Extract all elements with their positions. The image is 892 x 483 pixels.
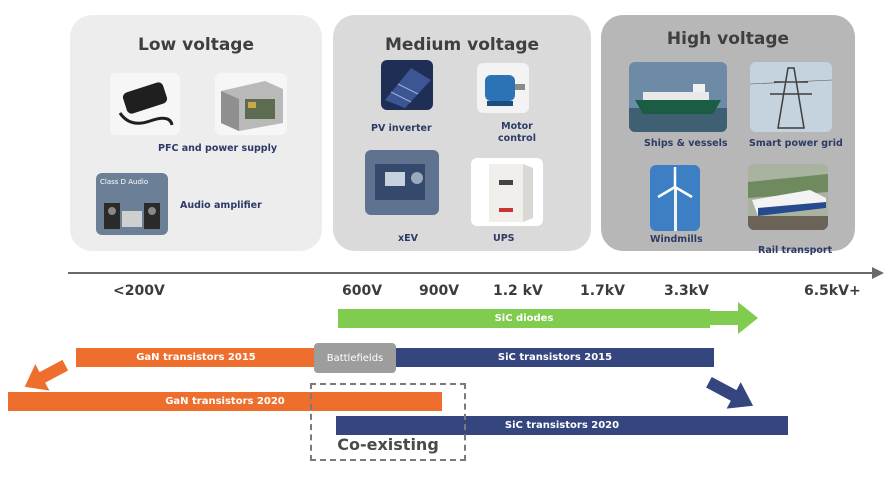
low-voltage-panel: Low voltage PFC and power supply Class D… (70, 15, 322, 251)
motor-image (477, 63, 529, 113)
xev-label: xEV (398, 233, 418, 244)
ups-label: UPS (493, 233, 515, 244)
tick-6-5kv: 6.5kV+ (804, 283, 861, 299)
power-grid-image (750, 62, 832, 132)
co-existing-label: Co-existing (337, 435, 439, 454)
tick-3-3kv: 3.3kV (664, 283, 709, 299)
motor-control-text: Motor control (498, 121, 536, 144)
high-voltage-title: High voltage (666, 29, 790, 49)
high-voltage-panel: High voltage Ships & vessels Smart power… (601, 15, 855, 256)
motor-control-label: Motor control (497, 121, 537, 145)
battlefields-box: Battlefields (314, 343, 396, 373)
rail-label: Rail transport (758, 245, 833, 256)
sic-2020-bar: SiC transistors 2020 (336, 416, 788, 435)
power-adapter-image (110, 73, 180, 135)
power-supply-image (215, 73, 287, 135)
tick-1-2kv: 1.2 kV (493, 283, 543, 299)
windmills-label: Windmills (650, 234, 703, 245)
rail-image (748, 164, 828, 230)
gan-2015-bar: GaN transistors 2015 (76, 348, 316, 367)
audio-amplifier-label: Audio amplifier (180, 200, 262, 211)
co-existing-box: Co-existing (310, 383, 466, 461)
tick-900v: 900V (419, 283, 460, 299)
pv-inverter-image (381, 60, 433, 110)
sic-right-arrow (706, 376, 754, 409)
tick-1-7kv: 1.7kV (580, 283, 625, 299)
sic-diodes-bar: SiC diodes (338, 309, 710, 328)
low-voltage-title: Low voltage (137, 35, 255, 55)
sic-2015-bar: SiC transistors 2015 (396, 348, 714, 367)
audio-amplifier-image: Class D Audio (96, 173, 168, 235)
medium-voltage-title: Medium voltage (384, 35, 540, 55)
ups-image (471, 158, 543, 226)
ships-label: Ships & vessels (644, 138, 728, 149)
pv-inverter-label: PV inverter (371, 123, 432, 134)
smart-grid-label: Smart power grid (749, 138, 843, 149)
ship-image (629, 62, 727, 132)
gan-2020-bar: GaN transistors 2020 (8, 392, 442, 411)
sic-diodes-arrow (710, 302, 758, 334)
voltage-axis-arrowhead (872, 267, 884, 279)
xev-image (365, 150, 439, 215)
tick-600v: 600V (342, 283, 383, 299)
gan-left-arrow (24, 359, 69, 391)
pfc-power-supply-label: PFC and power supply (158, 143, 278, 154)
tick-200v: <200V (113, 283, 165, 299)
windmill-image (650, 165, 700, 231)
voltage-axis-line (68, 272, 874, 274)
medium-voltage-panel: Medium voltage PV inverter Motor control… (333, 15, 591, 251)
audio-image-caption: Class D Audio (100, 178, 149, 186)
